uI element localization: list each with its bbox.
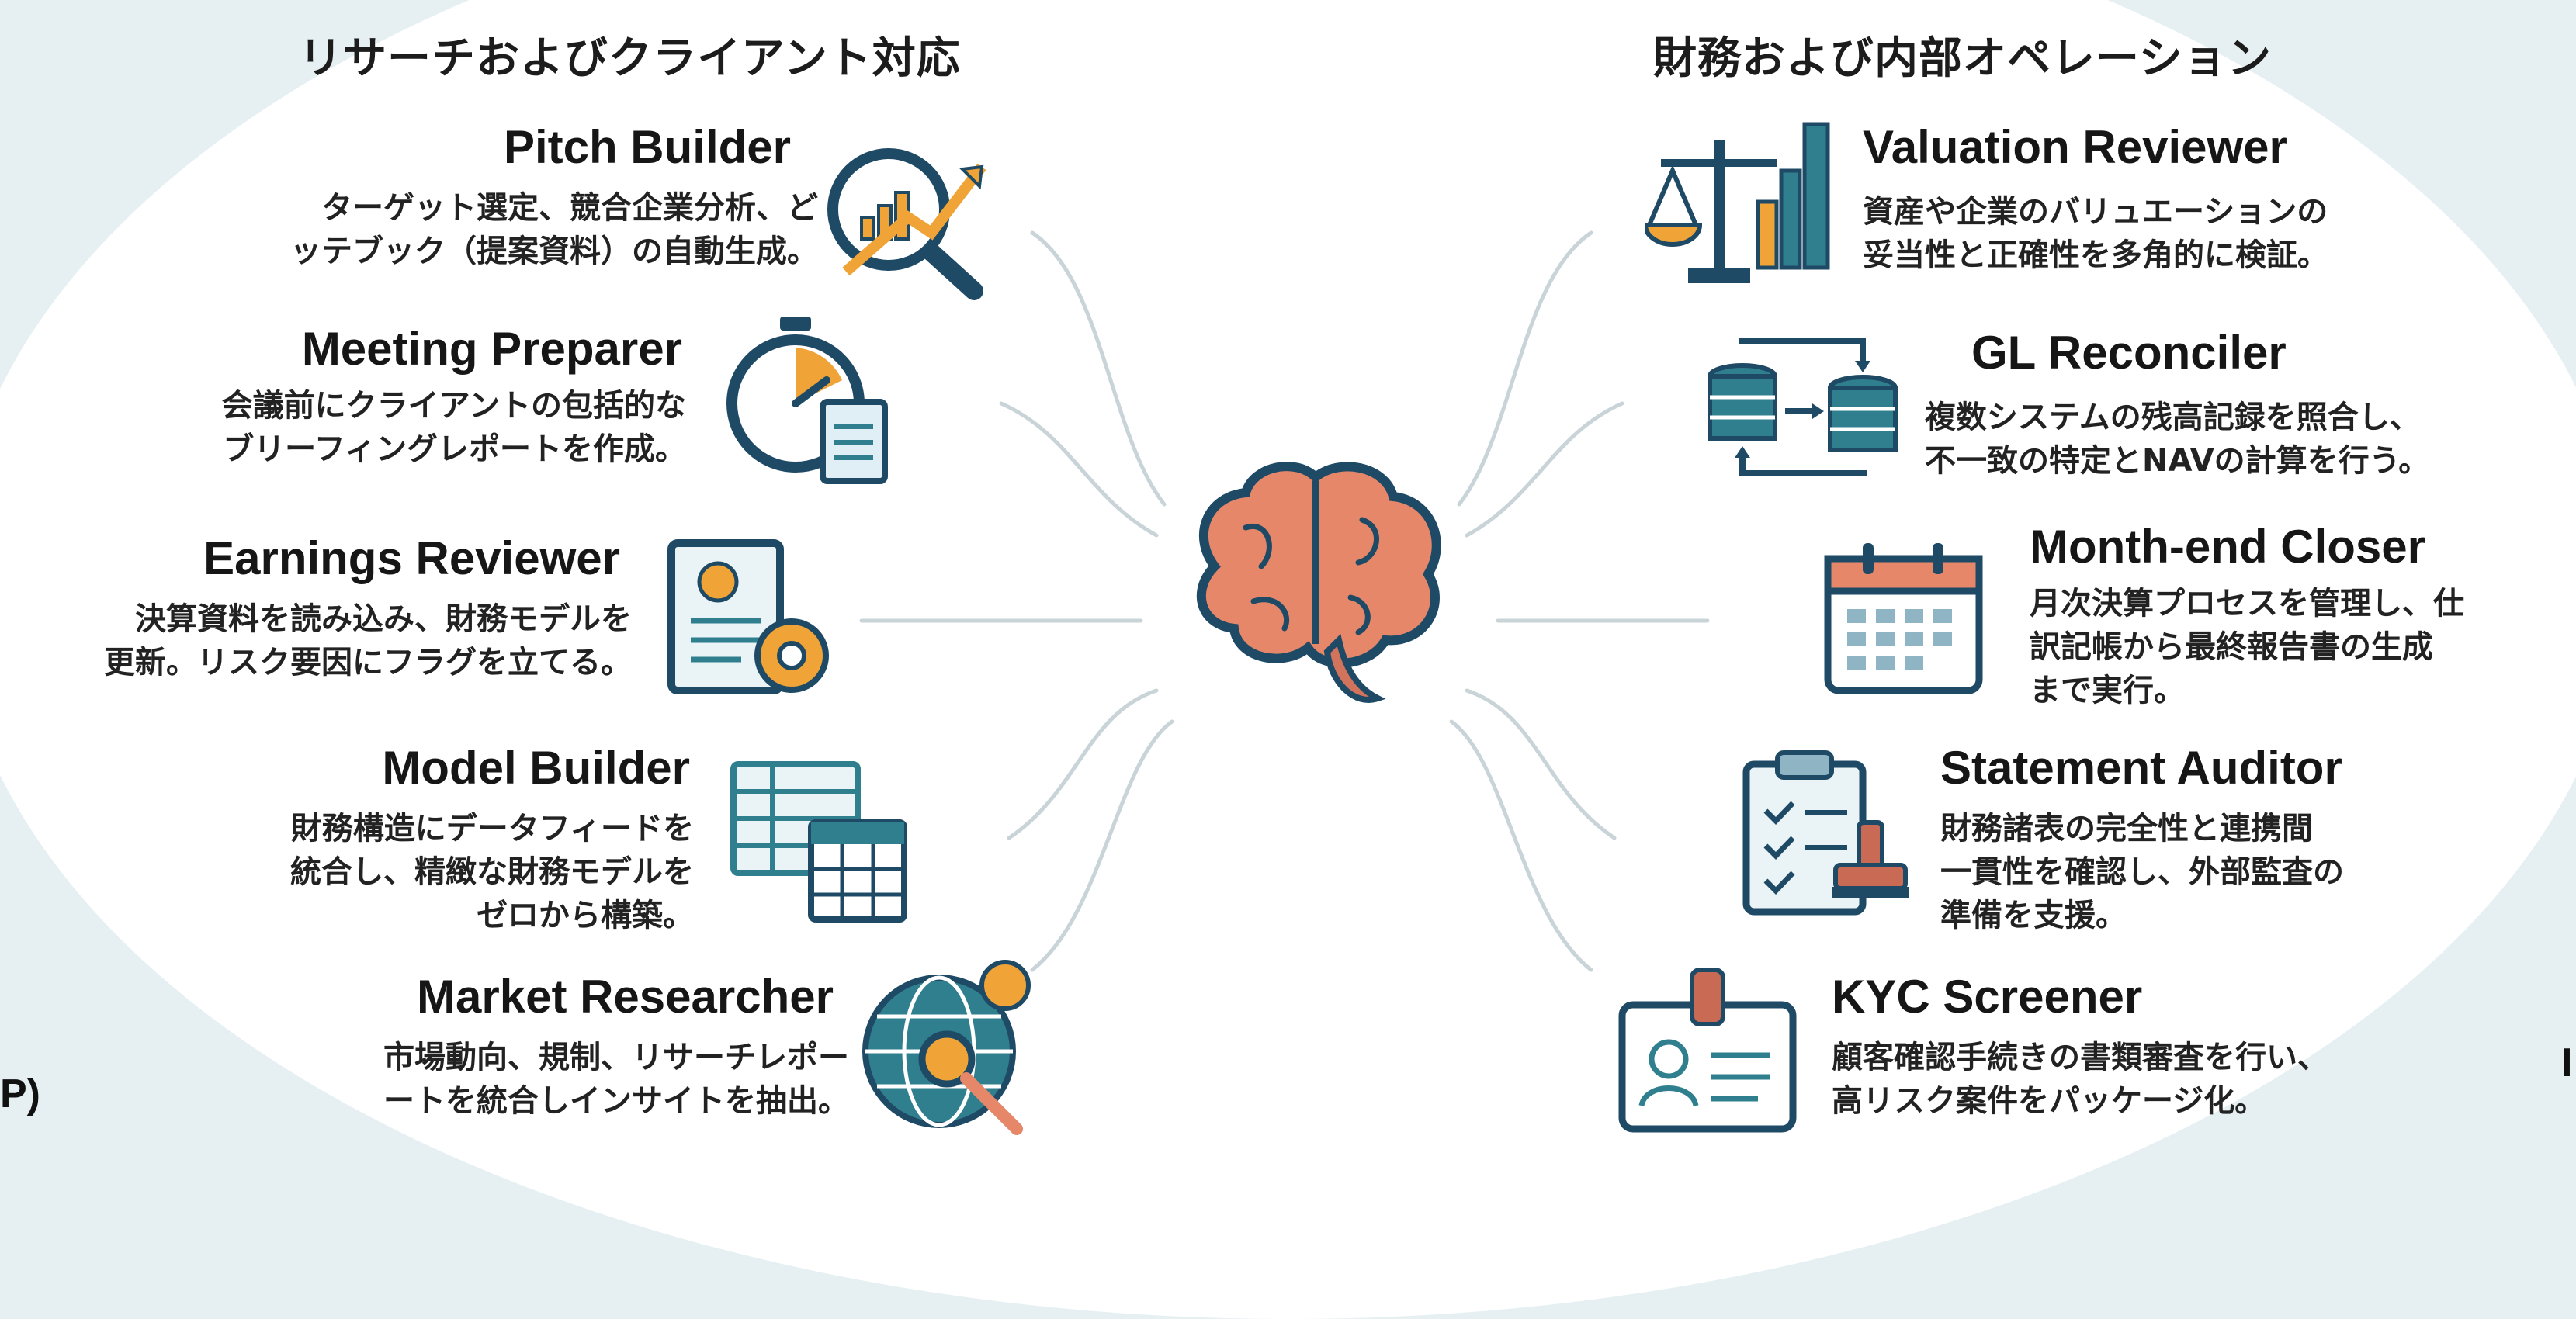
brain-icon (1196, 462, 1441, 703)
stopwatch-document-icon (726, 317, 888, 484)
document-gear-icon (667, 539, 829, 694)
database-sync-icon (1708, 338, 1898, 476)
node-desc-statement-auditor: 財務諸表の完全性と連携間 一貫性を確認し、外部監査の 準備を支援。 (1940, 811, 2344, 933)
globe-search-icon (862, 960, 1031, 1135)
calendar-icon (1824, 543, 1983, 694)
node-desc-model-builder: 財務構造にデータフィードを 統合し、精緻な財務モデルを ゼロから構築。 (290, 811, 694, 933)
node-title-market-researcher: Market Researcher (417, 971, 834, 1023)
node-desc-earnings-reviewer: 決算資料を読み込み、財務モデルを 更新。リスク要因にフラグを立てる。 (104, 601, 632, 680)
node-title-statement-auditor: Statement Auditor (1940, 742, 2342, 794)
node-desc-meeting-preparer: 会議前にクライアントの包括的な ブリーフィングレポートを作成。 (221, 388, 686, 467)
scale-chart-icon (1645, 122, 1830, 283)
clipboard-stamp-icon (1742, 750, 1909, 916)
node-title-earnings-reviewer: Earnings Reviewer (203, 532, 620, 584)
id-card-icon (1618, 968, 1797, 1133)
magnifier-chart-icon (827, 148, 986, 300)
node-title-month-end-closer: Month-end Closer (2030, 521, 2425, 573)
node-desc-gl-reconciler: 複数システムの残高記録を照合し、 不一致の特定とNAVの計算を行う。 (1925, 400, 2430, 479)
node-title-model-builder: Model Builder (382, 742, 690, 794)
right-edge-fragment: I (2561, 1040, 2573, 1085)
node-title-meeting-preparer: Meeting Preparer (301, 323, 682, 375)
node-title-valuation-reviewer: Valuation Reviewer (1863, 121, 2287, 173)
node-desc-kyc-screener: 顧客確認手続きの書類審査を行い、 高リスク案件をパッケージ化。 (1832, 1040, 2328, 1119)
node-desc-market-researcher: 市場動向、規制、リサーチレポー ートを統合しインサイトを抽出。 (383, 1040, 849, 1119)
node-title-gl-reconciler: GL Reconciler (1971, 327, 2287, 379)
node-desc-pitch-builder: ターゲット選定、競合企業分析、ど ッテブック（提案資料）の自動生成。 (290, 190, 818, 269)
spreadsheet-icon (730, 761, 907, 923)
node-title-pitch-builder: Pitch Builder (503, 121, 791, 173)
right-section-title: 財務および内部オペレーション (1653, 33, 2272, 84)
connector-lines (859, 230, 1710, 972)
node-desc-valuation-reviewer: 資産や企業のバリュエーションの 妥当性と正確性を多角的に検証。 (1863, 194, 2328, 273)
node-title-kyc-screener: KYC Screener (1832, 971, 2143, 1023)
left-section-title: リサーチおよびクライアント対応 (299, 33, 961, 84)
node-desc-month-end-closer: 月次決算プロセスを管理し、仕 訳記帳から最終報告書の生成 まで実行。 (2030, 586, 2464, 708)
left-edge-fragment: P) (0, 1071, 40, 1116)
